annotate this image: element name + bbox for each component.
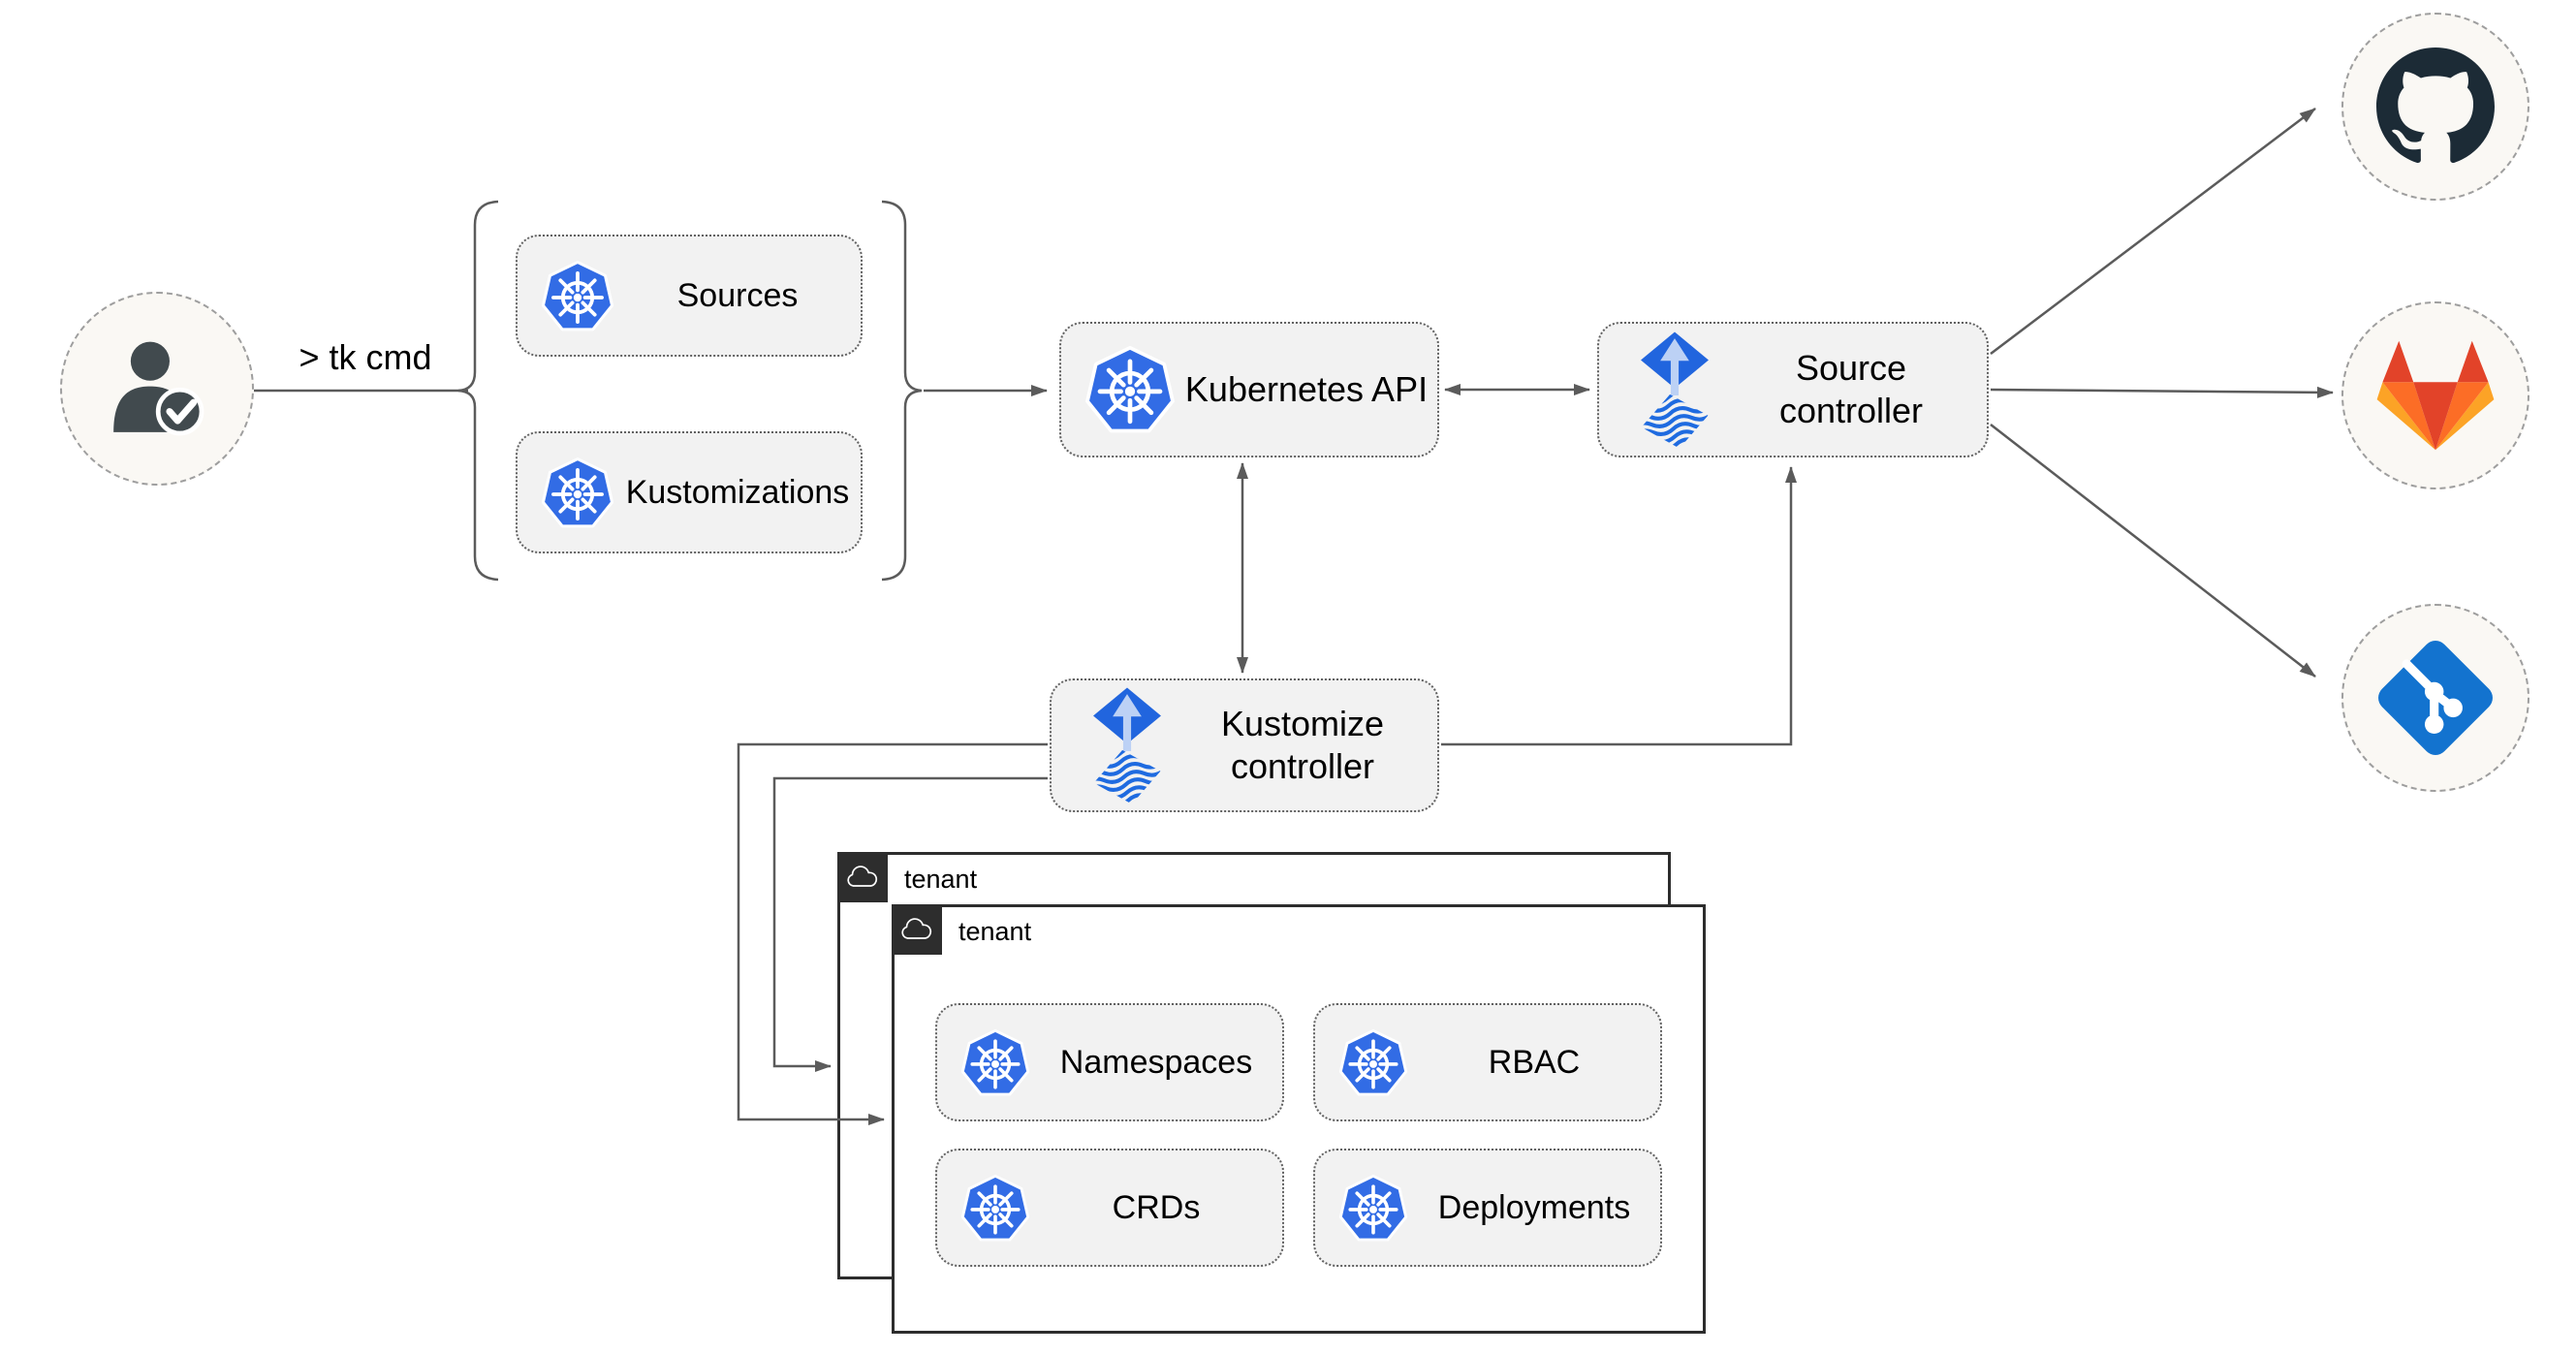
node-label: Source controller bbox=[1778, 348, 1924, 430]
user-circle bbox=[60, 292, 254, 486]
node-source-controller: Source controller bbox=[1597, 322, 1989, 457]
github-circle bbox=[2341, 13, 2529, 201]
tenant-label: tenant bbox=[904, 865, 978, 894]
flux-icon bbox=[1634, 331, 1715, 449]
edge-source-to-github bbox=[1990, 108, 2316, 355]
node-label: Sources bbox=[676, 276, 799, 314]
node-label: CRDs bbox=[1112, 1188, 1201, 1226]
edge-source-to-git bbox=[1990, 424, 2316, 678]
node-label: Kustomizations bbox=[625, 473, 850, 511]
tenant-header bbox=[892, 904, 942, 955]
node-namespaces: Namespaces bbox=[935, 1003, 1284, 1121]
node-label: Namespaces bbox=[1059, 1043, 1253, 1081]
right-brace bbox=[881, 200, 923, 582]
cloud-icon bbox=[900, 918, 933, 942]
gitlab-icon bbox=[2375, 337, 2496, 454]
kubernetes-icon bbox=[960, 1026, 1030, 1099]
kubernetes-icon bbox=[960, 1172, 1030, 1245]
tenant-label: tenant bbox=[958, 917, 1032, 946]
node-kustomize-controller: Kustomize controller bbox=[1050, 678, 1439, 812]
git-circle bbox=[2341, 604, 2529, 792]
git-icon bbox=[2372, 635, 2498, 761]
cloud-icon bbox=[846, 866, 879, 890]
node-label: Kubernetes API bbox=[1184, 369, 1429, 409]
user-check-icon bbox=[100, 331, 214, 446]
node-label: Kustomize controller bbox=[1220, 704, 1385, 786]
node-kustomizations: Kustomizations bbox=[516, 431, 863, 553]
tk-cmd-label: > tk cmd bbox=[298, 337, 432, 377]
kubernetes-icon bbox=[541, 258, 614, 334]
edge-kustomize-to-source-controller bbox=[1441, 466, 1797, 746]
tenant-box-front: tenant Namespaces RBAC CRDs Deployments bbox=[892, 904, 1706, 1334]
edge-source-to-gitlab bbox=[1990, 386, 2334, 398]
node-crds: CRDs bbox=[935, 1149, 1284, 1267]
node-label: RBAC bbox=[1488, 1043, 1581, 1081]
kubernetes-icon bbox=[1338, 1026, 1408, 1099]
kubernetes-icon bbox=[541, 455, 614, 531]
kubernetes-icon bbox=[1084, 342, 1176, 437]
left-brace bbox=[457, 200, 499, 582]
node-rbac: RBAC bbox=[1313, 1003, 1662, 1121]
node-deployments: Deployments bbox=[1313, 1149, 1662, 1267]
node-label: Deployments bbox=[1437, 1188, 1631, 1226]
node-kubernetes-api: Kubernetes API bbox=[1059, 322, 1439, 457]
gitlab-circle bbox=[2341, 301, 2529, 489]
tenant-header bbox=[837, 852, 888, 902]
kubernetes-icon bbox=[1338, 1172, 1408, 1245]
node-sources: Sources bbox=[516, 235, 863, 357]
flux-icon bbox=[1086, 686, 1168, 804]
github-icon bbox=[2376, 47, 2495, 166]
